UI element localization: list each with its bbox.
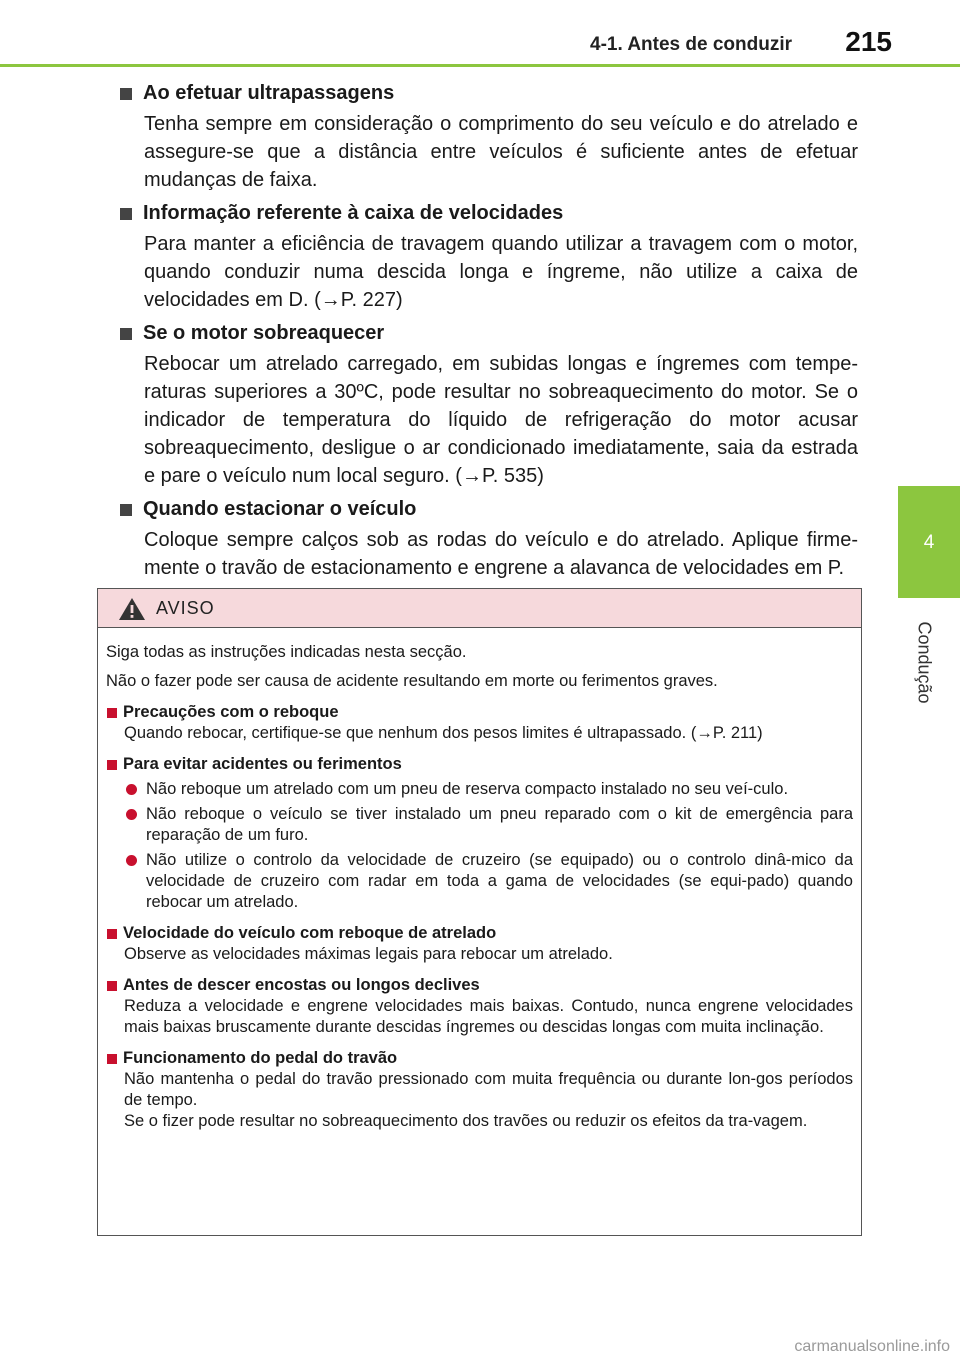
warning-header: AVISO <box>98 589 861 628</box>
warning-item-title: Para evitar acidentes ou ferimentos <box>106 754 853 775</box>
warning-item-desc: Se o fizer pode resultar no sobreaquecim… <box>124 1112 808 1130</box>
section-sobreaquecer: Se o motor sobreaquecer Rebocar um atrel… <box>118 320 858 490</box>
section-body: Para manter a eficiência de travagem qua… <box>144 233 858 311</box>
warning-item-title: Antes de descer encostas ou longos decli… <box>106 975 853 996</box>
warning-item-title: Precauções com o reboque <box>106 702 853 723</box>
warning-body: Siga todas as instruções indicadas nesta… <box>98 628 861 1132</box>
chapter-label: Condução <box>914 621 935 704</box>
warning-item-desc: Reduza a velocidade e engrene velocidade… <box>124 997 853 1036</box>
section-caixa-velocidades: Informação referente à caixa de velocida… <box>118 200 858 314</box>
watermark: carmanualsonline.info <box>794 1338 950 1355</box>
warning-item: Para evitar acidentes ou ferimentos Não … <box>106 754 853 913</box>
section-title: 4-1. Antes de conduzir <box>590 34 792 55</box>
section-body: Rebocar um atrelado carregado, em subida… <box>144 353 858 487</box>
warning-item-title: Funcionamento do pedal do travão <box>106 1048 853 1069</box>
chapter-label-container: Condução <box>905 610 945 720</box>
section-body: Tenha sempre em consideração o comprimen… <box>144 113 858 191</box>
section-heading: Informação referente à caixa de velocida… <box>118 200 858 226</box>
warning-item-title: Velocidade do veículo com reboque de atr… <box>106 923 853 944</box>
warning-bullet: Não reboque um atrelado com um pneu de r… <box>106 779 853 800</box>
warning-item: Antes de descer encostas ou longos decli… <box>106 975 853 1038</box>
warning-intro: Siga todas as instruções indicadas nesta… <box>106 643 467 661</box>
warning-item-desc: Não mantenha o pedal do travão pressiona… <box>124 1070 853 1109</box>
main-content: Ao efetuar ultrapassagens Tenha sempre e… <box>118 80 858 588</box>
page-number: 215 <box>845 26 892 57</box>
section-heading: Quando estacionar o veículo <box>118 496 858 522</box>
warning-item-desc: Quando rebocar, certifique-se que nenhum… <box>124 724 763 742</box>
warning-intro: Não o fazer pode ser causa de acidente r… <box>106 672 718 690</box>
warning-item-desc: Observe as velocidades máximas legais pa… <box>124 945 613 963</box>
section-ultrapassagens: Ao efetuar ultrapassagens Tenha sempre e… <box>118 80 858 194</box>
warning-item: Precauções com o reboque Quando rebocar,… <box>106 702 853 744</box>
header-rule <box>0 64 960 67</box>
section-estacionar: Quando estacionar o veículo Coloque semp… <box>118 496 858 582</box>
section-heading: Se o motor sobreaquecer <box>118 320 858 346</box>
warning-item: Velocidade do veículo com reboque de atr… <box>106 923 853 965</box>
warning-bullet: Não reboque o veículo se tiver instalado… <box>106 804 853 846</box>
chapter-tab: 4 <box>898 486 960 598</box>
section-body: Coloque sempre calços sob as rodas do ve… <box>144 529 858 579</box>
warning-box: AVISO Siga todas as instruções indicadas… <box>97 588 862 1236</box>
page-header: 4-1. Antes de conduzir 215 <box>0 0 960 67</box>
chapter-number: 4 <box>923 532 935 553</box>
warning-item: Funcionamento do pedal do travão Não man… <box>106 1048 853 1132</box>
warning-triangle-icon <box>119 598 145 620</box>
section-heading: Ao efetuar ultrapassagens <box>118 80 858 106</box>
warning-label: AVISO <box>156 598 215 618</box>
warning-bullet: Não utilize o controlo da velocidade de … <box>106 850 853 913</box>
